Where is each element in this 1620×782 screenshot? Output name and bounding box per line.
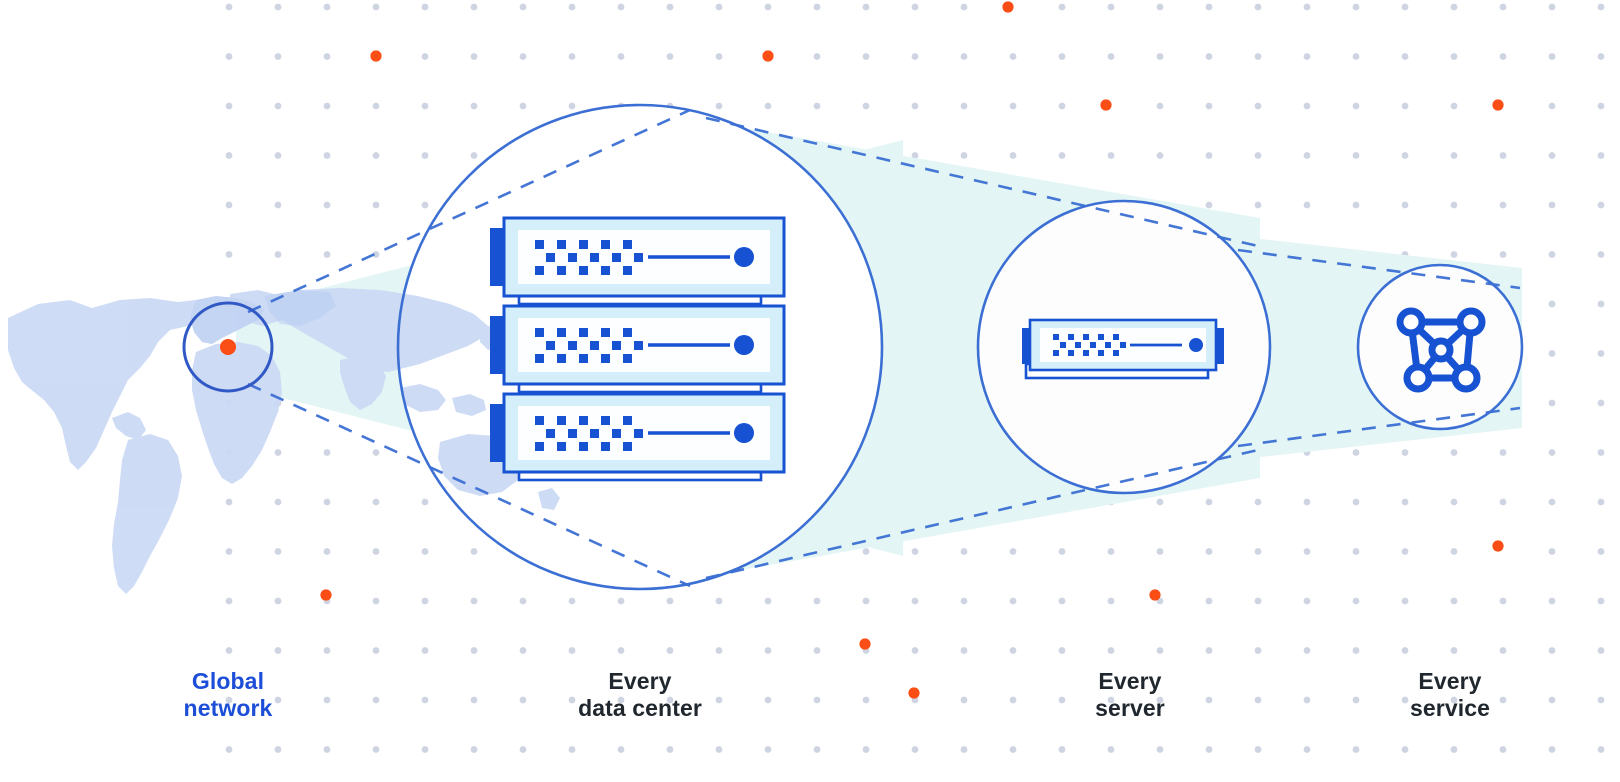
orange-accent-dot — [908, 687, 920, 699]
world-map-icon — [8, 288, 560, 594]
orange-accent-dot — [1002, 1, 1014, 13]
service-circle — [1356, 263, 1524, 431]
label-every-service: Every service — [1410, 668, 1490, 721]
global-network-focus-circle — [182, 301, 274, 393]
dashed-connector-global-top — [247, 108, 691, 314]
server-unit-icon — [1022, 318, 1224, 380]
orange-accent-dot — [221, 340, 235, 354]
orange-accent-dot — [762, 50, 774, 62]
orange-accent-dot — [1100, 99, 1112, 111]
dashed-connector-datacenter-top — [705, 116, 1259, 248]
server-rack-icon — [490, 216, 786, 482]
network-nodes-icon — [1396, 307, 1486, 393]
label-every-data-center: Every data center — [578, 668, 702, 721]
orange-accent-dot — [1492, 540, 1504, 552]
orange-accent-dot — [370, 50, 382, 62]
label-global-network: Global network — [183, 668, 273, 721]
dashed-connector-global-bottom — [247, 382, 691, 588]
label-every-server: Every server — [1095, 668, 1165, 721]
dashed-connector-server-top — [1237, 248, 1521, 290]
orange-accent-dot — [1149, 589, 1161, 601]
dashed-connector-datacenter-bottom — [705, 448, 1259, 580]
rack-unit — [490, 304, 786, 386]
orange-accent-dot — [859, 638, 871, 650]
server-circle — [976, 199, 1272, 495]
datacenter-circle — [396, 103, 884, 591]
orange-accent-dot — [1492, 99, 1504, 111]
rack-unit — [490, 216, 786, 298]
dashed-connector-server-bottom — [1237, 406, 1521, 448]
rack-unit — [490, 392, 786, 474]
orange-accent-dot — [320, 589, 332, 601]
